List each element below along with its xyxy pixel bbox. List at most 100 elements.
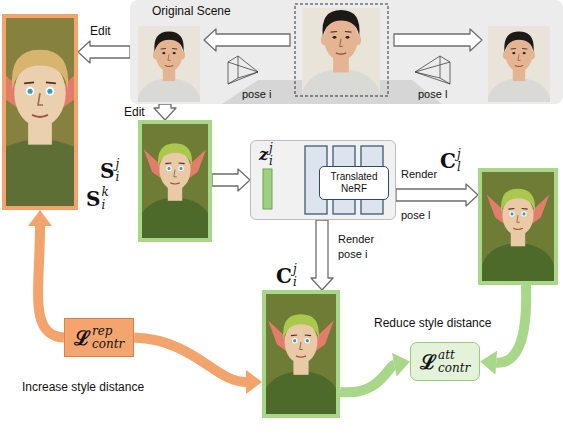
mouth xyxy=(336,53,346,54)
image-frame: Cjl xyxy=(478,168,558,285)
nerf-box: Translated NeRF xyxy=(319,166,389,200)
nose xyxy=(168,54,171,60)
arrowhead xyxy=(28,210,52,226)
eye-white xyxy=(178,166,183,171)
iris xyxy=(179,167,182,170)
superscript: j xyxy=(269,142,273,155)
iris xyxy=(522,212,525,215)
shirt xyxy=(482,244,554,281)
hair xyxy=(283,314,319,339)
math-symbol: S xyxy=(86,187,100,211)
portrait-ground xyxy=(302,0,380,113)
nose xyxy=(517,215,520,222)
portrait xyxy=(482,172,554,281)
connector xyxy=(311,220,333,290)
index-stack: ki xyxy=(101,186,108,211)
mouth xyxy=(296,356,306,357)
hair xyxy=(501,189,535,213)
curved-arrow xyxy=(340,365,394,393)
image-frame: Sji xyxy=(138,120,212,242)
connector xyxy=(28,210,64,338)
hair xyxy=(158,143,192,167)
iris xyxy=(306,339,309,342)
eye xyxy=(173,52,176,54)
portrait-ground xyxy=(266,294,336,414)
eye-white xyxy=(46,87,55,96)
hair xyxy=(323,10,360,36)
scene-panel: Original Scene xyxy=(130,0,563,104)
shirt xyxy=(138,79,200,113)
iris xyxy=(167,167,170,170)
eye-white xyxy=(292,338,298,344)
edge-label: Render xyxy=(401,168,437,181)
hair xyxy=(504,31,533,52)
math-label: ℒrepcontr xyxy=(74,325,124,350)
portrait xyxy=(488,15,550,113)
arrowhead xyxy=(392,353,410,377)
math-label: Cjl xyxy=(440,148,461,173)
curved-arrow xyxy=(38,226,64,338)
eye xyxy=(162,52,165,54)
index-stack: repcontr xyxy=(92,325,124,350)
subscript: contr xyxy=(438,362,470,375)
shirt xyxy=(142,198,208,238)
math-symbol: C xyxy=(440,149,456,173)
eye-white xyxy=(305,338,311,344)
box-label: Translated NeRF xyxy=(323,171,385,195)
subscript: i xyxy=(101,199,108,212)
eye-white xyxy=(521,211,526,216)
math-symbol: C xyxy=(276,264,292,288)
hair xyxy=(154,31,183,52)
connector xyxy=(340,353,410,392)
curved-arrow xyxy=(496,285,526,363)
eyebrows xyxy=(165,162,184,164)
nose xyxy=(38,93,43,105)
connector xyxy=(212,169,250,191)
subscript: i xyxy=(115,171,119,184)
index-stack: ji xyxy=(293,263,297,288)
superscript: j xyxy=(457,148,461,161)
edge-label: Edit xyxy=(124,105,145,119)
nose xyxy=(518,54,521,60)
shirt xyxy=(302,70,380,113)
nose xyxy=(300,342,303,350)
eyebrows xyxy=(291,334,311,336)
portrait-ground xyxy=(6,18,74,206)
block-arrow xyxy=(212,169,250,191)
eye xyxy=(523,52,526,54)
shirt xyxy=(6,141,74,206)
latent-code xyxy=(263,169,272,209)
block-arrow xyxy=(154,104,176,120)
edge-label: Render xyxy=(338,233,374,246)
math-symbol: ℒ xyxy=(74,326,91,350)
index-stack: ji xyxy=(269,142,273,167)
curved-arrow xyxy=(134,338,246,382)
image-frame: Ski xyxy=(2,14,78,210)
connector xyxy=(396,184,478,206)
camera-frustum xyxy=(415,56,450,84)
portrait-ground xyxy=(482,172,554,281)
mouth xyxy=(515,66,523,67)
mouth xyxy=(165,66,173,67)
arrowhead xyxy=(246,370,262,394)
subscript: i xyxy=(269,155,273,168)
connector xyxy=(78,41,130,63)
eyebrows xyxy=(511,48,528,50)
superscript: rep xyxy=(92,325,124,338)
annotation: pose i xyxy=(338,248,367,261)
view-arrow xyxy=(394,29,482,51)
annotation: Increase style distance xyxy=(22,380,144,394)
loss-box: ℒattcontr xyxy=(410,342,480,381)
mouth xyxy=(513,228,523,229)
math-symbol: S xyxy=(100,159,114,183)
eye xyxy=(512,52,515,54)
portrait xyxy=(142,124,208,238)
subscript: i xyxy=(293,276,297,289)
portrait xyxy=(6,18,74,206)
block-arrow xyxy=(396,184,478,206)
subscript: contr xyxy=(92,338,124,351)
math-symbol: ℒ xyxy=(420,350,437,374)
superscript: att xyxy=(438,349,470,362)
math-label: Sji xyxy=(100,158,119,183)
